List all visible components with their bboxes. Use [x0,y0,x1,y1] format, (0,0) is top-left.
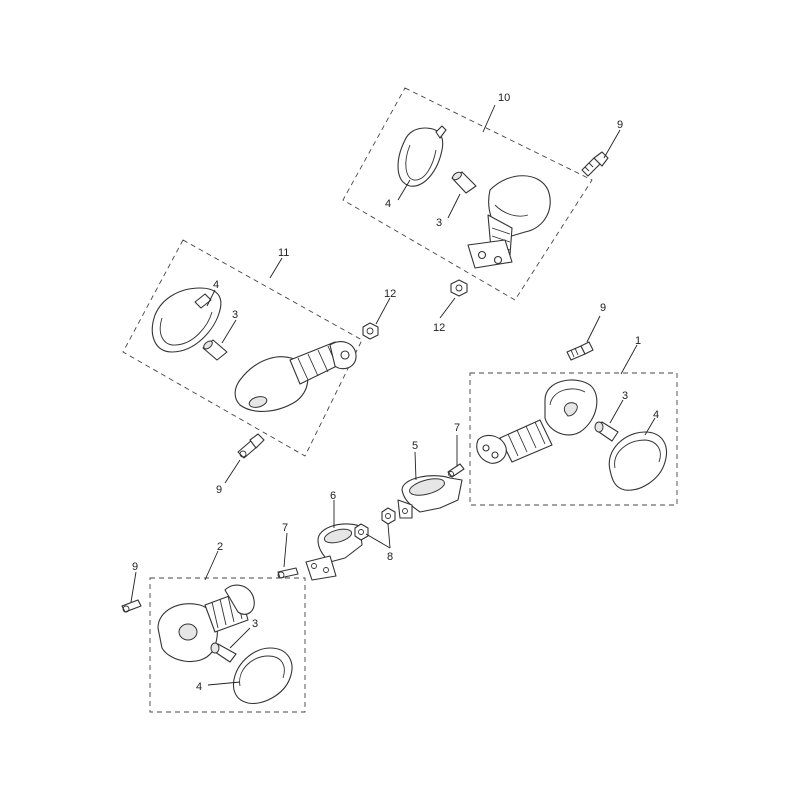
mounting-clamp-part [305,523,363,581]
assembly-11-group: 11 4 3 12 9 [122,239,396,496]
callout-7: 7 [454,422,460,434]
screw-part [277,567,299,579]
assembly-1-group: 1 3 4 9 [469,302,678,506]
screw-part [447,463,465,478]
assembly-2-boundary [149,577,306,713]
callout-10: 10 [498,92,510,104]
callout-6: 6 [330,490,336,502]
callout-9: 9 [132,561,138,573]
callout-9: 9 [600,302,606,314]
indicator-lamp-part [234,341,357,412]
callout-3: 3 [252,618,258,630]
mounting-clamp-part [397,475,463,519]
callout-4: 4 [213,279,219,291]
assembly-1-boundary [469,372,678,506]
nut-part [362,322,379,340]
assembly-11-boundary [122,239,363,457]
callout-3: 3 [232,309,238,321]
lens-part [232,647,293,705]
callout-8: 8 [387,551,393,563]
bulb-part [594,421,619,442]
bolt-part [237,433,265,459]
indicator-lamp-part [157,584,255,663]
bezel-ring-part [151,287,222,353]
callout-9: 9 [216,484,222,496]
clamp-hardware-group: 5 7 6 7 8 [277,422,465,581]
nut-washer-part [354,507,396,541]
assembly-10-group: 10 4 3 9 12 [342,87,623,334]
callout-9: 9 [617,119,623,131]
bolt-part [121,599,142,613]
bolt-part [566,341,594,361]
indicator-lamp-part [476,379,598,464]
callout-4: 4 [653,409,659,421]
callout-2: 2 [217,541,223,553]
assembly-10-boundary [342,87,593,301]
lens-part [608,431,667,491]
bulb-part [451,171,477,194]
bezel-ring-part [397,125,447,187]
bulb-part [210,642,237,663]
callout-1: 1 [635,335,641,347]
callout-11: 11 [278,247,289,259]
callout-12: 12 [433,322,445,334]
callout-3: 3 [622,390,628,402]
nut-part [450,279,468,297]
callout-5: 5 [412,440,418,452]
callout-12: 12 [384,288,396,300]
callout-4: 4 [385,198,391,210]
assembly-2-group: 2 3 4 9 [121,541,306,713]
bolt-part [581,151,609,177]
callout-4: 4 [196,681,202,693]
callout-7: 7 [282,522,288,534]
callout-3: 3 [436,217,442,229]
indicator-lamp-part [467,175,551,269]
bulb-part [202,339,228,361]
